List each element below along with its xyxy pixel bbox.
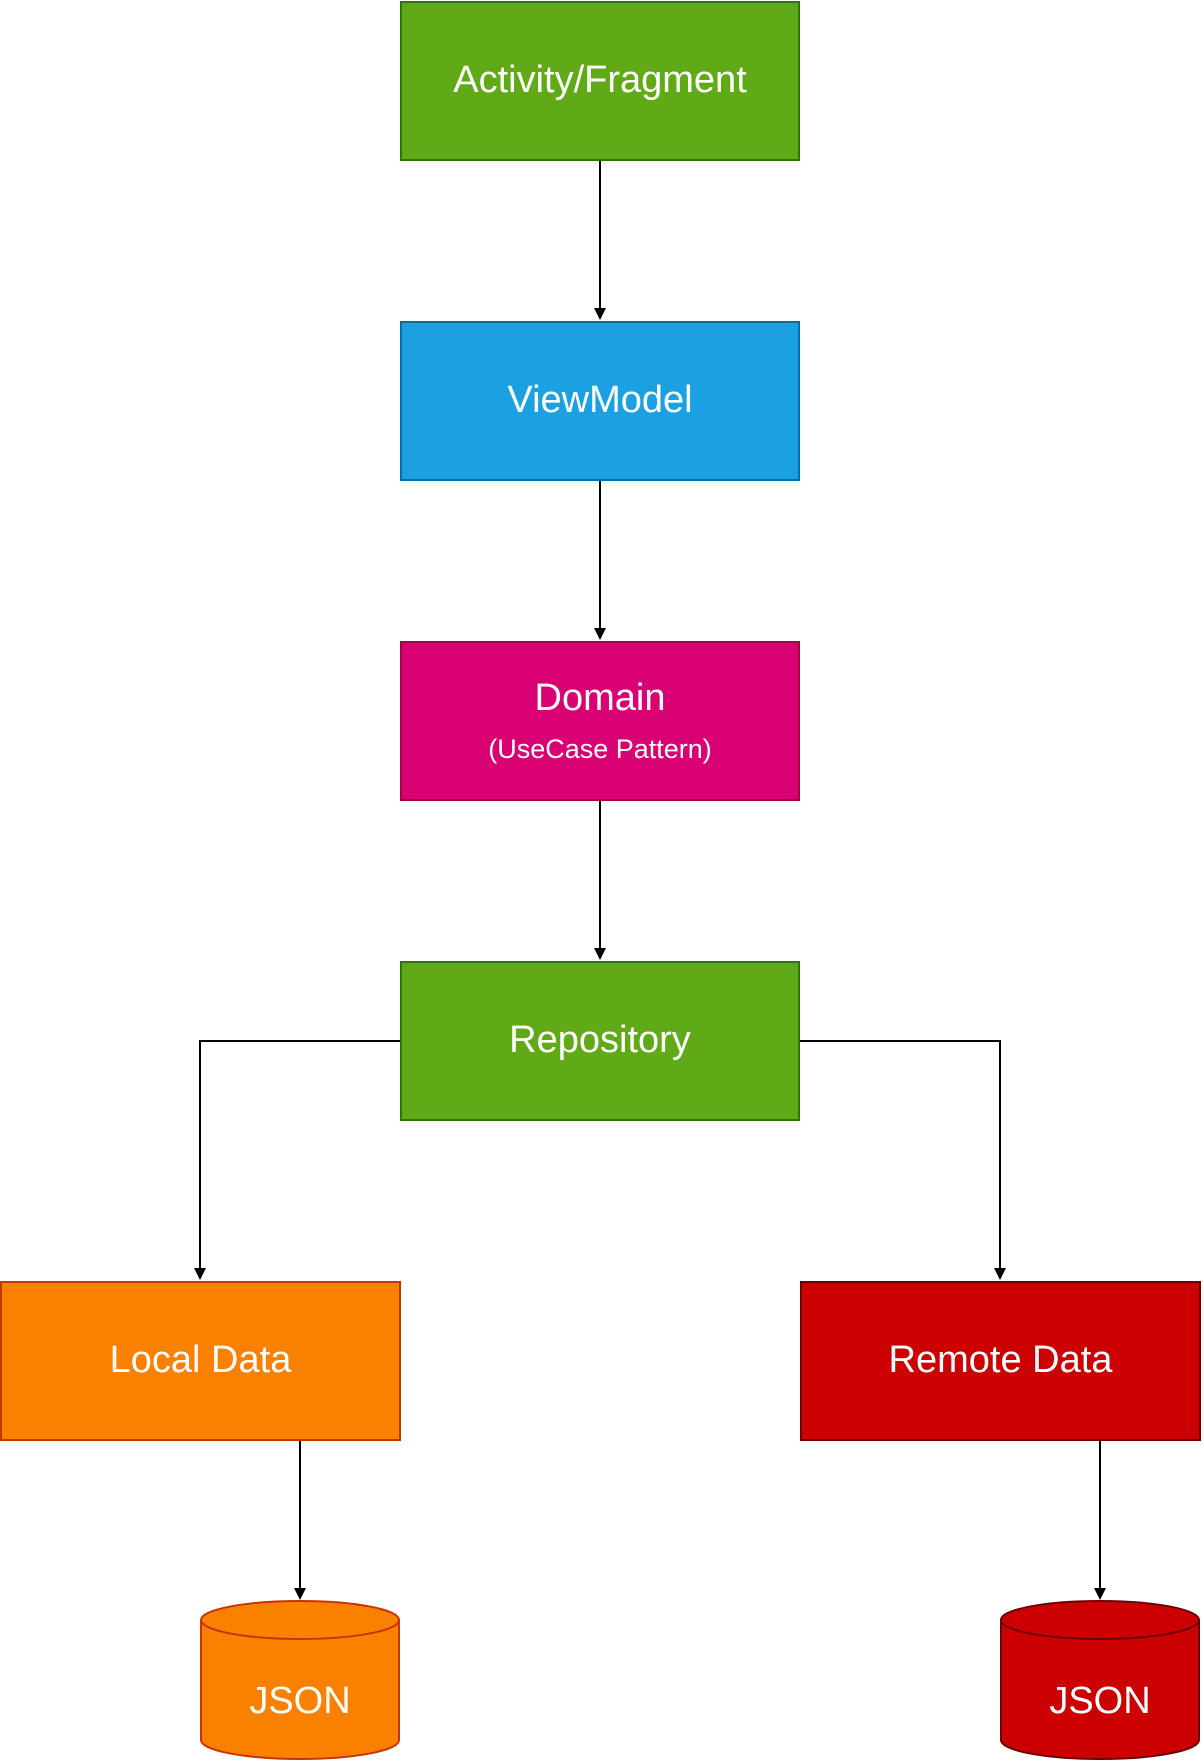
remote-data-node: Remote Data (800, 1281, 1201, 1441)
node-sublabel: (UseCase Pattern) (488, 734, 712, 765)
remote-json-label: JSON (1049, 1680, 1151, 1722)
edge-repository-to-local-data (194, 1040, 400, 1280)
node-label: Activity/Fragment (453, 59, 747, 102)
remote-json-cylinder (1000, 1600, 1200, 1760)
viewmodel-node: ViewModel (400, 321, 800, 481)
local-json-label: JSON (249, 1680, 351, 1722)
local-json-cylinder (200, 1600, 400, 1760)
node-label: Repository (509, 1019, 691, 1062)
repository-node: Repository (400, 961, 800, 1121)
edge-repository-to-remote-data (800, 1040, 1006, 1280)
local-data-node: Local Data (0, 1281, 401, 1441)
node-label: Local Data (109, 1339, 292, 1382)
node-label: Remote Data (888, 1339, 1113, 1382)
activity-fragment-node: Activity/Fragment (400, 1, 800, 161)
domain-node: Domain (UseCase Pattern) (400, 641, 800, 801)
node-label: ViewModel (507, 379, 693, 422)
node-label: Domain (534, 676, 666, 719)
